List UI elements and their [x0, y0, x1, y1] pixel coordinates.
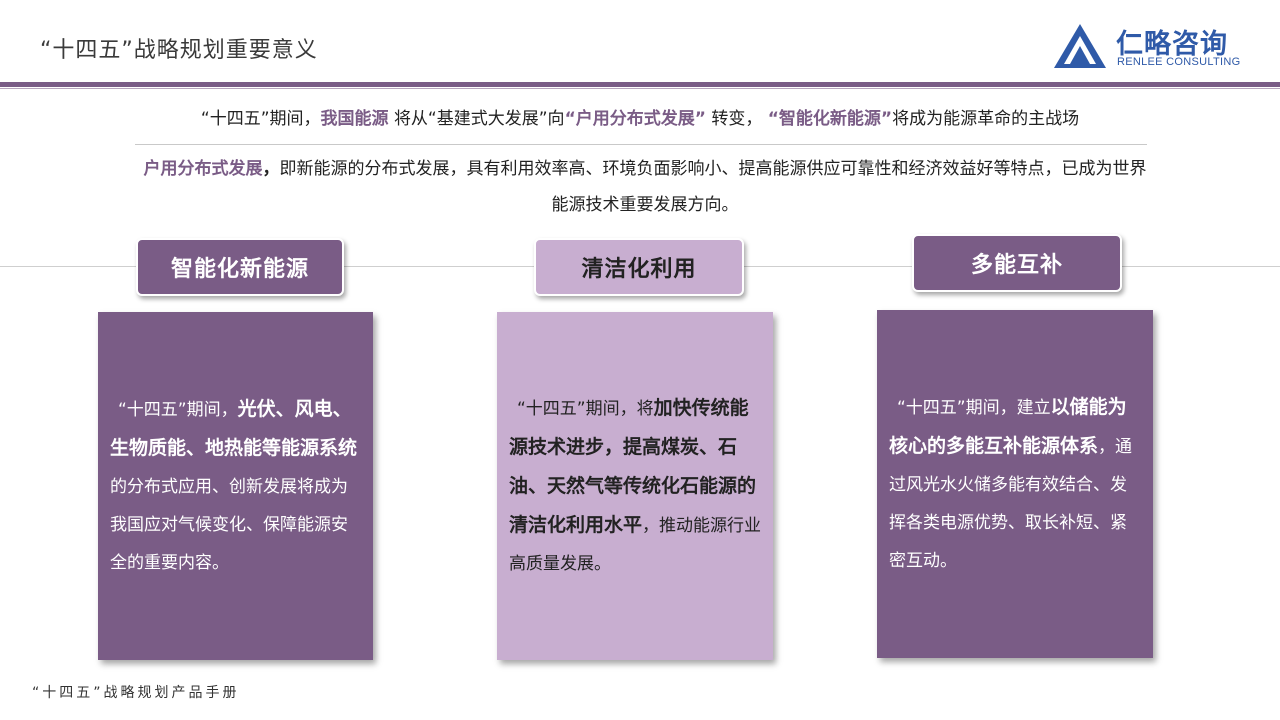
- desc-text: 即新能源的分布式发展，具有利用效率高、环境负面影响小、提高能源供应可靠性和经济效…: [279, 159, 1147, 215]
- card-2-text-1: “十四五”期间，将: [517, 399, 654, 419]
- intro-divider: [135, 144, 1147, 145]
- intro-text-1: “十四五”期间，: [200, 109, 321, 129]
- intro-highlight-2: “户用分布式发展”: [564, 109, 706, 129]
- page-title: “十四五”战略规划重要意义: [40, 38, 318, 63]
- intro-text-2: 将从“基建式大发展”向: [393, 109, 565, 129]
- card-2-bold: 加快传统能源技术进步，提高煤炭、石油、天然气等传统化石能源的清洁化利用水平: [509, 397, 757, 536]
- pill-smart-energy: 智能化新能源: [136, 238, 344, 296]
- card-3-text-1: “十四五”期间，建立: [897, 398, 1051, 418]
- footer-text: “十四五”战略规划产品手册: [32, 685, 240, 701]
- description-paragraph: 户用分布式发展，即新能源的分布式发展，具有利用效率高、环境负面影响小、提高能源供…: [140, 151, 1150, 223]
- logo-mark-icon: [1054, 24, 1106, 68]
- card-multi-energy-text: “十四五”期间，建立以储能为核心的多能互补能源体系，通过风光水火储多能有效结合、…: [889, 388, 1141, 580]
- card-1-text-2: 的分布式应用、创新发展将成为我国应对气候变化、保障能源安全的重要内容。: [110, 477, 348, 573]
- card-1-text-1: “十四五”期间，: [118, 400, 238, 420]
- card-smart-energy: “十四五”期间，光伏、风电、生物质能、地热能等能源系统 的分布式应用、创新发展将…: [98, 312, 373, 660]
- intro-highlight-1: 我国能源: [320, 109, 389, 129]
- company-logo: 仁略咨询 RENLEE CONSULTING: [1052, 22, 1252, 74]
- desc-comma: ，: [262, 159, 280, 179]
- card-clean-use: “十四五”期间，将加快传统能源技术进步，提高煤炭、石油、天然气等传统化石能源的清…: [497, 312, 773, 660]
- card-smart-energy-text: “十四五”期间，光伏、风电、生物质能、地热能等能源系统 的分布式应用、创新发展将…: [110, 390, 361, 582]
- pill-clean-use: 清洁化利用: [534, 238, 744, 296]
- card-2-text-2: ，推动能源行业高质量发展。: [509, 516, 762, 574]
- intro-text-3: 转变，: [711, 109, 763, 129]
- intro-text-4: 将成为能源革命的主战场: [892, 109, 1080, 129]
- card-1-bold: 光伏、风电、生物质能、地热能等能源系统: [110, 398, 358, 459]
- intro-highlight-3: “智能化新能源”: [767, 109, 893, 129]
- desc-highlight: 户用分布式发展: [143, 159, 263, 179]
- pill-multi-energy: 多能互补: [912, 234, 1122, 292]
- logo-text-en: RENLEE CONSULTING: [1117, 56, 1241, 68]
- card-3-text-2: ，通过风光水火储多能有效结合、发挥各类电源优势、取长补短、紧密互动。: [889, 437, 1133, 571]
- header-divider: [0, 82, 1280, 87]
- card-multi-energy: “十四五”期间，建立以储能为核心的多能互补能源体系，通过风光水火储多能有效结合、…: [877, 310, 1153, 658]
- header-divider-thin: [0, 88, 1280, 89]
- intro-statement: “十四五”期间，我国能源 将从“基建式大发展”向“户用分布式发展” 转变， “智…: [60, 104, 1220, 129]
- card-clean-use-text: “十四五”期间，将加快传统能源技术进步，提高煤炭、石油、天然气等传统化石能源的清…: [509, 389, 761, 583]
- logo-text-cn: 仁略咨询: [1116, 29, 1228, 60]
- card-3-bold: 以储能为核心的多能互补能源体系: [889, 396, 1127, 457]
